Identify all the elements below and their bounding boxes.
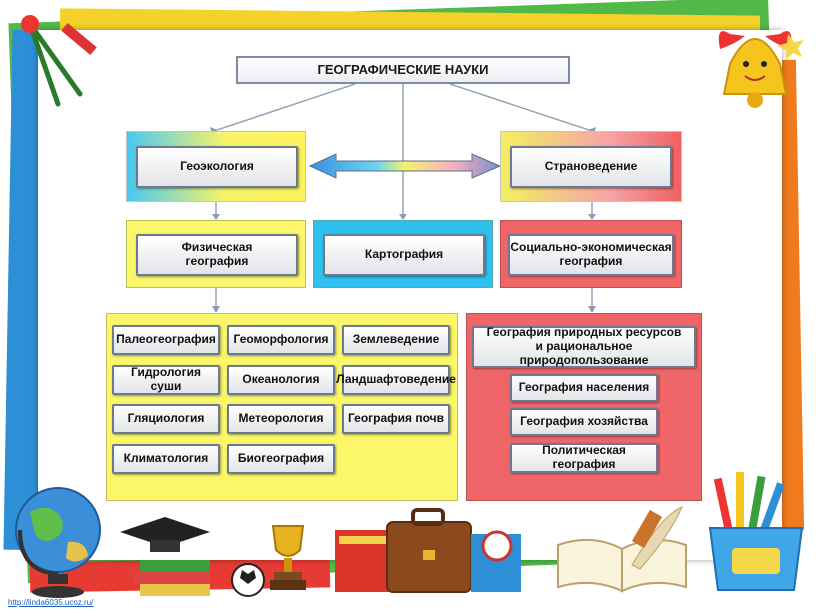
- country-studies-box: Страноведение: [510, 146, 672, 188]
- geoecology-box: Геоэкология: [136, 146, 298, 188]
- compass-clipart: [21, 15, 97, 107]
- open-book-clipart: [557, 506, 687, 593]
- economic-box: География природных ресурсов и рациональ…: [472, 325, 696, 368]
- economic-box: Политическая география: [510, 443, 658, 473]
- science-box: Палеогеография: [112, 325, 220, 355]
- science-box: Землеведение: [342, 325, 450, 355]
- science-box: Геоморфология: [227, 325, 335, 355]
- science-box: Океанология: [227, 365, 335, 395]
- double-arrow: [308, 153, 502, 179]
- diagram-title: ГЕОГРАФИЧЕСКИЕ НАУКИ: [236, 56, 570, 84]
- bell-clipart: [718, 31, 804, 108]
- science-box: Биогеография: [227, 444, 335, 474]
- science-box: Метеорология: [227, 404, 335, 434]
- pencil-cup-clipart: [708, 472, 804, 591]
- briefcase-clipart: [335, 508, 521, 593]
- science-box: Гидрология суши: [112, 365, 220, 395]
- cartography-box: Картография: [323, 234, 485, 276]
- physical-geo-box: Физическая география: [136, 234, 298, 276]
- socio-economic-box: Социально-экономическая география: [508, 234, 674, 276]
- science-box: Климатология: [112, 444, 220, 474]
- economic-box: География хозяйства: [510, 408, 658, 436]
- globe-clipart: [15, 487, 101, 598]
- economic-box: География населения: [510, 374, 658, 402]
- source-link[interactable]: http://linda6035.ucoz.ru/: [8, 598, 94, 607]
- graduation-books-clipart: [120, 517, 210, 596]
- science-box: Гляциология: [112, 404, 220, 434]
- science-box: Ландшафтоведение: [336, 365, 456, 395]
- trophy-clipart: [231, 525, 306, 597]
- science-box: География почв: [342, 404, 450, 434]
